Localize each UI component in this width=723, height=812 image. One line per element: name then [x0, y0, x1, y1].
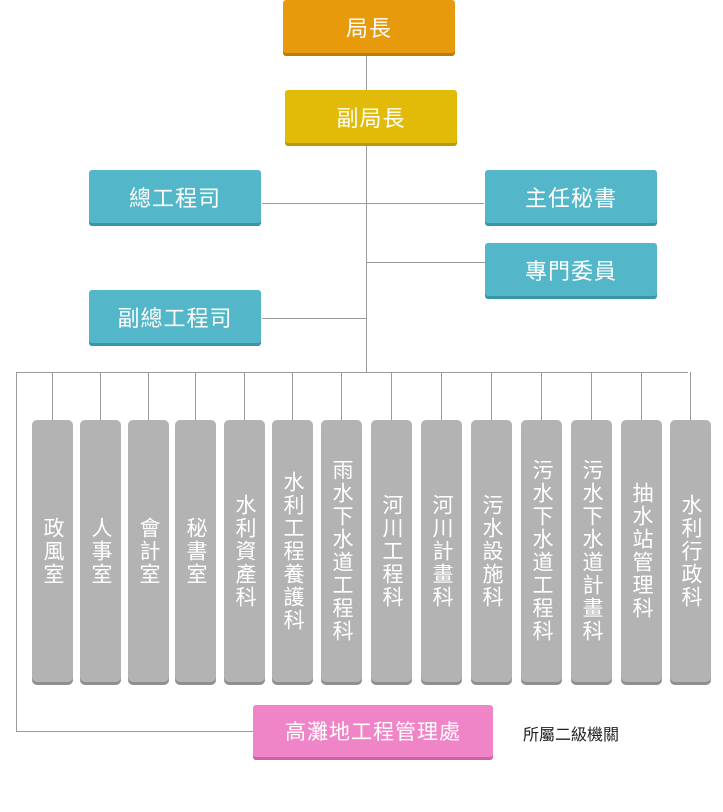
unit-label: 水利行政科	[679, 493, 703, 609]
unit-box: 水利行政科	[670, 420, 711, 682]
unit-drop-line	[541, 372, 542, 420]
deputy-chief-engineer-box: 副總工程司	[89, 290, 261, 343]
connector-left-rail	[16, 372, 17, 732]
unit-label: 污水下水道計畫科	[580, 459, 604, 643]
unit-box: 污水下水道計畫科	[571, 420, 612, 682]
unit-label: 政風室	[41, 516, 65, 586]
unit-box: 政風室	[32, 420, 73, 682]
unit-box: 秘書室	[175, 420, 216, 682]
connector-subordinate	[16, 731, 254, 732]
unit-drop-line	[591, 372, 592, 420]
unit-drop-line	[148, 372, 149, 420]
unit-box: 人事室	[80, 420, 121, 682]
unit-box: 污水設施科	[471, 420, 512, 682]
chief-engineer-box: 總工程司	[89, 170, 261, 223]
director-box: 局長	[283, 0, 455, 53]
connector-deputy-chief	[262, 318, 367, 319]
connector-specialist	[366, 262, 486, 263]
chief-secretary-box: 主任秘書	[485, 170, 657, 223]
unit-drop-line	[641, 372, 642, 420]
unit-box: 河川工程科	[371, 420, 412, 682]
unit-drop-line	[292, 372, 293, 420]
unit-drop-line	[391, 372, 392, 420]
deputy-director-box: 副局長	[285, 90, 457, 143]
unit-drop-line	[195, 372, 196, 420]
unit-box: 雨水下水道工程科	[321, 420, 362, 682]
unit-label: 河川工程科	[380, 493, 404, 609]
unit-box: 水利資產科	[224, 420, 265, 682]
connector-units-bus	[16, 372, 688, 373]
subordinate-caption: 所屬二級機關	[523, 725, 620, 744]
unit-label: 人事室	[89, 516, 113, 586]
unit-drop-line	[100, 372, 101, 420]
unit-box: 抽水站管理科	[621, 420, 662, 682]
unit-drop-line	[341, 372, 342, 420]
unit-label: 會計室	[137, 516, 161, 586]
unit-label: 河川計畫科	[430, 493, 454, 609]
unit-label: 秘書室	[184, 516, 208, 586]
unit-drop-line	[690, 372, 691, 420]
unit-box: 河川計畫科	[421, 420, 462, 682]
unit-drop-line	[52, 372, 53, 420]
subordinate-office-box: 高灘地工程管理處	[253, 705, 493, 757]
unit-label: 抽水站管理科	[630, 482, 654, 620]
unit-drop-line	[244, 372, 245, 420]
unit-label: 水利工程養護科	[281, 470, 305, 632]
unit-label: 污水設施科	[480, 493, 504, 609]
unit-box: 會計室	[128, 420, 169, 682]
unit-label: 水利資產科	[233, 493, 257, 609]
unit-box: 水利工程養護科	[272, 420, 313, 682]
unit-drop-line	[441, 372, 442, 420]
connector-main-trunk	[366, 55, 367, 373]
unit-box: 污水下水道工程科	[521, 420, 562, 682]
unit-label: 污水下水道工程科	[530, 459, 554, 643]
connector-staff-row	[262, 203, 484, 204]
specialist-box: 專門委員	[485, 243, 657, 296]
unit-label: 雨水下水道工程科	[330, 459, 354, 643]
unit-drop-line	[491, 372, 492, 420]
